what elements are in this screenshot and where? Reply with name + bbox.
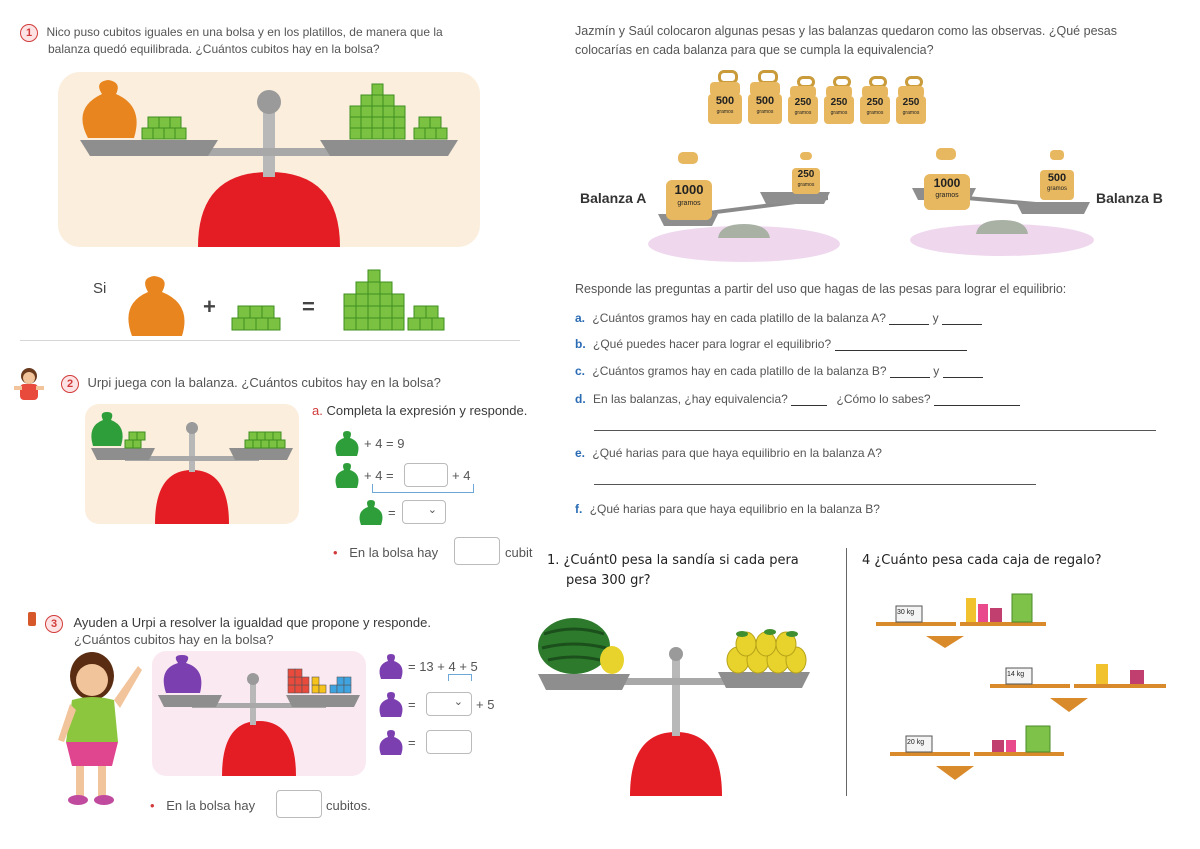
bag-icon [335, 431, 359, 456]
intro-line-2: colocarías en cada balanza para que se c… [575, 43, 934, 57]
answer-line: • En la bolsa hay [333, 545, 439, 560]
instruction: a. Completa la expresión y responde. [312, 403, 528, 418]
intro-line-1: Jazmín y Saúl colocaron algunas pesas y … [575, 24, 1117, 38]
responde-instruction: Responde las preguntas a partir del uso … [575, 282, 1067, 296]
weight-500: 500 gramos [748, 70, 782, 126]
answer-suffix: cubitos. [326, 798, 371, 813]
answer-box[interactable] [404, 463, 448, 487]
weight-label: 30 kg [897, 609, 915, 616]
question-1-line1: 1. ¿Cuánt0 pesa la sandía si cada pera [547, 553, 799, 568]
answer-box[interactable] [276, 790, 322, 818]
gift-balances-illustration [876, 593, 1166, 780]
question-a: a. ¿Cuántos gramos hay en cada platillo … [575, 311, 982, 325]
answer-blank[interactable] [941, 324, 982, 325]
weight-1000: 1000 gramos [924, 148, 970, 212]
flag-icon [28, 612, 36, 626]
question-d: d. En las balanzas, ¿hay equivalencia? ¿… [575, 392, 1020, 406]
bag-icon [359, 500, 383, 525]
problem-text: Ayuden a Urpi a resolver la igualdad que… [73, 615, 431, 630]
plus-sign: + [203, 294, 216, 319]
problem-number: 3 [45, 615, 63, 633]
answer-blank[interactable] [933, 405, 1020, 406]
problem-text-line2: ¿Cuántos cubitos hay en la bolsa? [74, 632, 274, 647]
answer-blank[interactable] [889, 324, 930, 325]
answer-dropdown[interactable]: ⌄ [402, 500, 446, 524]
equation-2-right: + 4 [452, 468, 471, 483]
question-b: b. ¿Qué puedes hacer para lograr el equi… [575, 337, 967, 351]
si-label: Si [93, 280, 107, 297]
problem-number: 2 [61, 375, 79, 393]
scale-row-1 [876, 593, 1046, 648]
question-c: c. ¿Cuántos gramos hay en cada platillo … [575, 364, 983, 378]
weight-500: 500 gramos [1040, 150, 1074, 202]
balance-illustration [58, 72, 480, 247]
weight-label: 20 kg [907, 739, 925, 746]
weight-250: 250 gramos [792, 152, 820, 196]
bag-icon [379, 654, 403, 679]
equation-1: + 4 = 9 [364, 436, 405, 451]
problem-text: Nico puso cubitos iguales en una bolsa y… [46, 25, 443, 39]
answer-blank[interactable] [889, 377, 930, 378]
weight-250: 250 gramos [896, 76, 926, 132]
divider [20, 340, 520, 341]
weight-1000: 1000 gramos [666, 152, 712, 222]
equation-3: = [388, 505, 396, 520]
vertical-divider [846, 548, 847, 796]
equals-sign: = [302, 294, 315, 319]
weight-500: 500 gramos [708, 70, 742, 126]
problem-text: Urpi juega con la balanza. ¿Cuántos cubi… [87, 375, 441, 390]
equation-2-left: + 4 = [364, 468, 394, 483]
chevron-down-icon: ⌄ [427, 504, 437, 516]
question-1-line2: pesa 300 gr? [566, 573, 651, 588]
weights-row: 500 gramos 500 gramos 250 gramos 250 gra… [708, 70, 926, 132]
answer-blank[interactable] [942, 377, 983, 378]
equation-illustration [128, 269, 445, 336]
chevron-down-icon: ⌄ [453, 696, 463, 708]
question-f: f. ¿Qué harias para que haya equilibrio … [575, 502, 880, 516]
bag-icon [335, 463, 359, 488]
answer-dropdown[interactable]: ⌄ [426, 692, 472, 716]
equation-3: = [408, 735, 416, 750]
girl-illustration [58, 652, 142, 805]
bag-icon [379, 692, 403, 717]
balanza-a-label: Balanza A [580, 190, 647, 206]
bracket [372, 484, 474, 493]
bracket [448, 674, 472, 681]
problem-1-header: 1 Nico puso cubitos iguales en una bolsa… [20, 23, 443, 42]
balance-sandia-illustration [538, 618, 810, 796]
equation-2-right: + 5 [476, 697, 495, 712]
answer-box[interactable] [454, 537, 500, 565]
question-e: e. ¿Qué harias para que haya equilibrio … [575, 446, 882, 460]
answer-blank[interactable] [791, 405, 828, 406]
weight-label: 14 kg [1007, 671, 1025, 678]
answer-line: • En la bolsa hay [150, 798, 256, 813]
weight-250: 250 gramos [788, 76, 818, 132]
answer-line[interactable] [594, 484, 1036, 485]
equation-1: = 13 + 4 + 5 [408, 659, 478, 674]
answer-blank[interactable] [834, 350, 967, 351]
bag-icon [379, 730, 403, 755]
answer-line[interactable] [594, 430, 1156, 431]
balanza-b-label: Balanza B [1096, 190, 1163, 206]
balance-illustration [85, 404, 299, 524]
weight-250: 250 gramos [860, 76, 890, 132]
problem-text-line2: balanza quedó equilibrada. ¿Cuántos cubi… [48, 42, 380, 56]
answer-suffix: cubit [505, 545, 533, 560]
equation-2-left: = [408, 697, 416, 712]
weight-250: 250 gramos [824, 76, 854, 132]
bullet: • [333, 545, 338, 560]
answer-box[interactable] [426, 730, 472, 754]
bullet: • [150, 798, 155, 813]
problem-number: 1 [20, 24, 38, 42]
balance-illustration [152, 651, 366, 776]
question-4: 4 ¿Cuánto pesa cada caja de regalo? [862, 553, 1102, 568]
problem-2-header: 2 Urpi juega con la balanza. ¿Cuántos cu… [61, 374, 441, 393]
problem-3-header: 3 Ayuden a Urpi a resolver la igualdad q… [45, 614, 431, 633]
girl-avatar-icon [14, 368, 44, 400]
